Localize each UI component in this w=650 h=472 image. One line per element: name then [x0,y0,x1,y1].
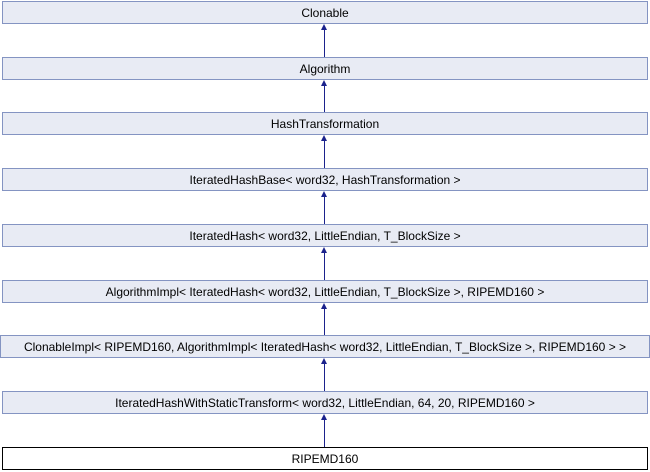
inheritance-arrow [320,247,329,280]
arrow-up-icon [321,80,327,86]
arrow-up-icon [321,191,327,197]
class-node-iteratedhashwithstatictransform[interactable]: IteratedHashWithStaticTransform< word32,… [2,391,648,414]
arrow-up-icon [321,247,327,253]
class-node-clonableimpl[interactable]: ClonableImpl< RIPEMD160, AlgorithmImpl< … [0,335,650,358]
class-node-hashtransformation[interactable]: HashTransformation [2,112,648,135]
inheritance-arrow [320,303,329,335]
inheritance-arrow [320,80,329,112]
inheritance-arrow [320,135,329,168]
arrow-line [324,140,325,168]
inheritance-arrow [320,24,329,57]
class-node-iteratedhashbase[interactable]: IteratedHashBase< word32, HashTransforma… [2,168,648,191]
arrow-line [324,252,325,280]
arrow-line [324,308,325,335]
arrow-line [324,363,325,391]
class-node-iteratedhash[interactable]: IteratedHash< word32, LittleEndian, T_Bl… [2,224,648,247]
arrow-up-icon [321,135,327,141]
arrow-up-icon [321,414,327,420]
arrow-up-icon [321,358,327,364]
inheritance-arrow [320,358,329,391]
class-node-clonable[interactable]: Clonable [2,1,648,24]
arrow-line [324,85,325,112]
inheritance-arrow [320,414,329,447]
arrow-up-icon [321,303,327,309]
arrow-line [324,196,325,224]
inheritance-arrow [320,191,329,224]
arrow-line [324,419,325,447]
arrow-up-icon [321,24,327,30]
class-node-algorithmimpl[interactable]: AlgorithmImpl< IteratedHash< word32, Lit… [2,280,648,303]
arrow-line [324,29,325,57]
class-node-ripemd160: RIPEMD160 [2,447,648,470]
class-node-algorithm[interactable]: Algorithm [2,57,648,80]
